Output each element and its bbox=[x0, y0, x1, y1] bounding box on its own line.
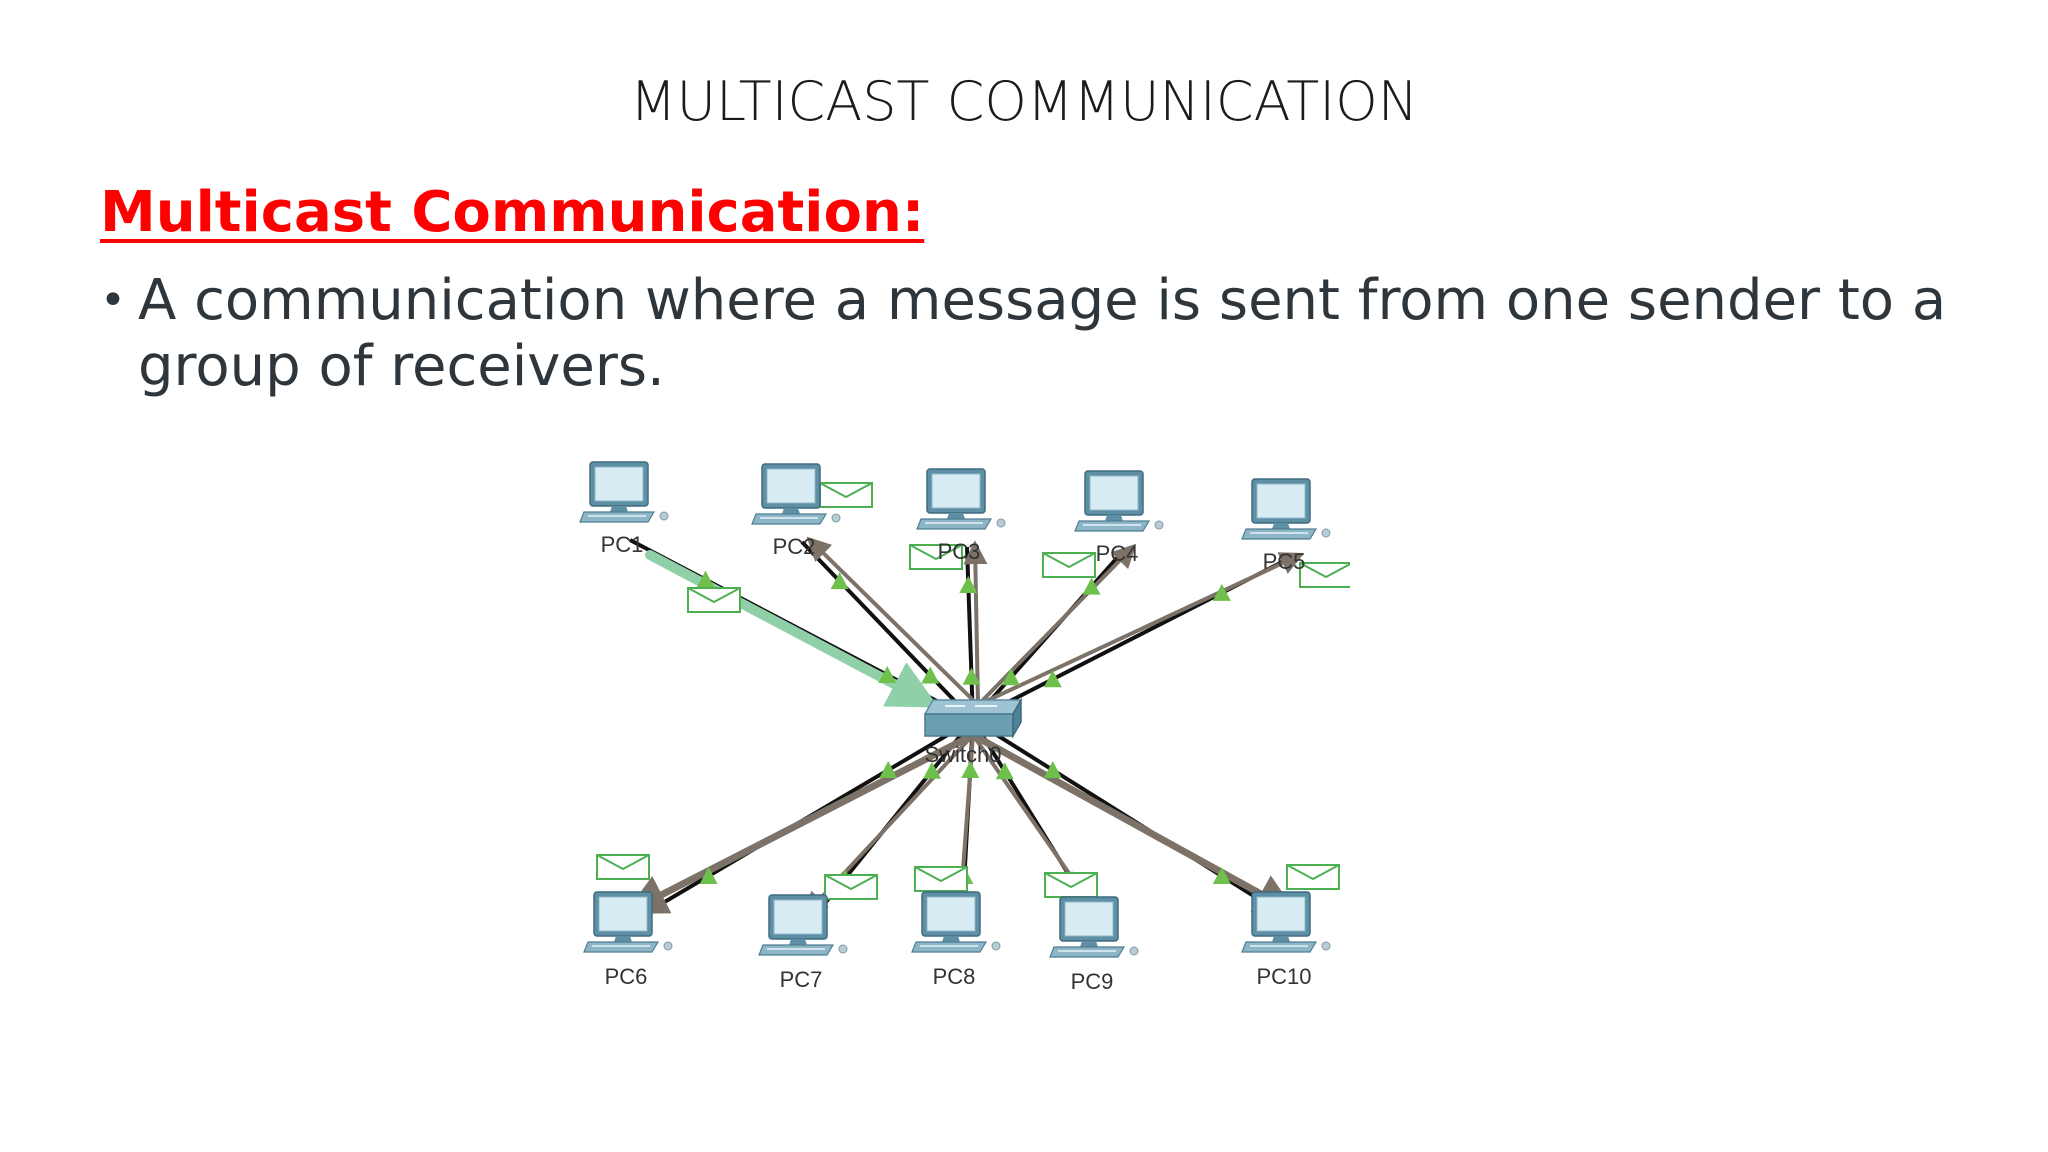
link-status-icon bbox=[1212, 867, 1231, 884]
envelope-icon bbox=[914, 866, 968, 892]
pc-label: PC2 bbox=[773, 534, 816, 559]
link-status-icon bbox=[1043, 670, 1062, 688]
computer-icon bbox=[751, 463, 841, 525]
envelope-icon bbox=[1042, 552, 1096, 578]
link-pc3 bbox=[965, 546, 975, 721]
section-heading: Multicast Communication: bbox=[100, 180, 925, 245]
link-status-icon bbox=[696, 570, 715, 588]
computer-pc6: PC6 bbox=[583, 891, 673, 989]
switch-layer: Switch0 bbox=[923, 697, 1023, 767]
link-pc2 bbox=[800, 540, 975, 722]
link-status-icon bbox=[959, 576, 978, 594]
receiver-arrow-pc6 bbox=[624, 731, 975, 914]
arrows-layer bbox=[624, 536, 1305, 919]
link-status-icon bbox=[921, 666, 940, 684]
link-status-icon bbox=[923, 761, 941, 779]
pc-label: PC3 bbox=[938, 539, 981, 564]
link-status-icon bbox=[961, 761, 980, 778]
computer-icon bbox=[1241, 891, 1331, 953]
computer-icon bbox=[916, 468, 1006, 530]
link-status-icon bbox=[995, 762, 1014, 780]
bullet-dot-icon: • bbox=[100, 275, 126, 326]
receiver-arrow-pc4 bbox=[976, 543, 1137, 707]
pc-label: PC6 bbox=[605, 964, 648, 989]
computer-icon bbox=[911, 891, 1001, 953]
pc-label: PC1 bbox=[601, 532, 644, 557]
link-status-icon bbox=[1043, 761, 1062, 778]
envelope-icon bbox=[1044, 872, 1098, 898]
computer-pc10: PC10 bbox=[1241, 891, 1331, 989]
envelope-icon bbox=[819, 482, 873, 508]
envelopes-layer bbox=[596, 482, 1350, 900]
pc-label: PC7 bbox=[780, 967, 823, 992]
bullet-text: A communication where a message is sent … bbox=[138, 268, 1947, 399]
receiver-arrow-pc5 bbox=[977, 552, 1305, 707]
computer-pc2: PC2 bbox=[751, 463, 841, 559]
computer-icon bbox=[1241, 478, 1331, 540]
receiver-arrow-pc10 bbox=[971, 731, 1298, 915]
pc-label: PC5 bbox=[1263, 549, 1306, 574]
link-status-icon bbox=[699, 867, 718, 884]
network-switch-icon bbox=[923, 697, 1023, 739]
computer-pc8: PC8 bbox=[911, 891, 1001, 989]
computer-icon bbox=[579, 461, 669, 523]
envelope-icon bbox=[824, 874, 878, 900]
link-status-icon bbox=[962, 667, 981, 685]
computer-icon bbox=[1049, 896, 1139, 958]
receiver-arrow-pc3 bbox=[963, 540, 988, 706]
computer-pc5: PC5 bbox=[1241, 478, 1331, 574]
envelope-icon bbox=[1299, 562, 1350, 588]
bullet-list: • A communication where a message is sen… bbox=[100, 268, 1980, 400]
link-status-icon bbox=[1082, 577, 1101, 595]
link-status-icon bbox=[878, 666, 897, 683]
computer-icon bbox=[758, 894, 848, 956]
envelope-icon bbox=[909, 544, 963, 570]
pc-label: PC4 bbox=[1096, 541, 1139, 566]
computer-pc4: PC4 bbox=[1074, 470, 1164, 566]
computer-pc3: PC3 bbox=[916, 468, 1006, 564]
link-status-icon bbox=[1212, 583, 1231, 601]
envelope-icon bbox=[1286, 864, 1340, 890]
computer-pc7: PC7 bbox=[758, 894, 848, 992]
bullet-item: • A communication where a message is sen… bbox=[100, 268, 1980, 400]
envelope-icon bbox=[687, 587, 741, 613]
pc-label: PC8 bbox=[933, 964, 976, 989]
slide-title: MULTICAST COMMUNICATION bbox=[629, 70, 1419, 133]
computer-pc9: PC9 bbox=[1049, 896, 1139, 994]
receiver-arrow-pc2 bbox=[806, 536, 980, 707]
computer-icon bbox=[583, 891, 673, 953]
switch-label: Switch0 bbox=[924, 742, 1001, 767]
pc-label: PC9 bbox=[1071, 969, 1114, 994]
computer-icon bbox=[1074, 470, 1164, 532]
pc-label: PC10 bbox=[1256, 964, 1311, 989]
envelope-icon bbox=[596, 854, 650, 880]
link-status-icon bbox=[1002, 668, 1020, 686]
computer-pc1: PC1 bbox=[579, 461, 669, 557]
link-status-icon bbox=[830, 572, 849, 590]
link-status-icon bbox=[879, 761, 898, 778]
